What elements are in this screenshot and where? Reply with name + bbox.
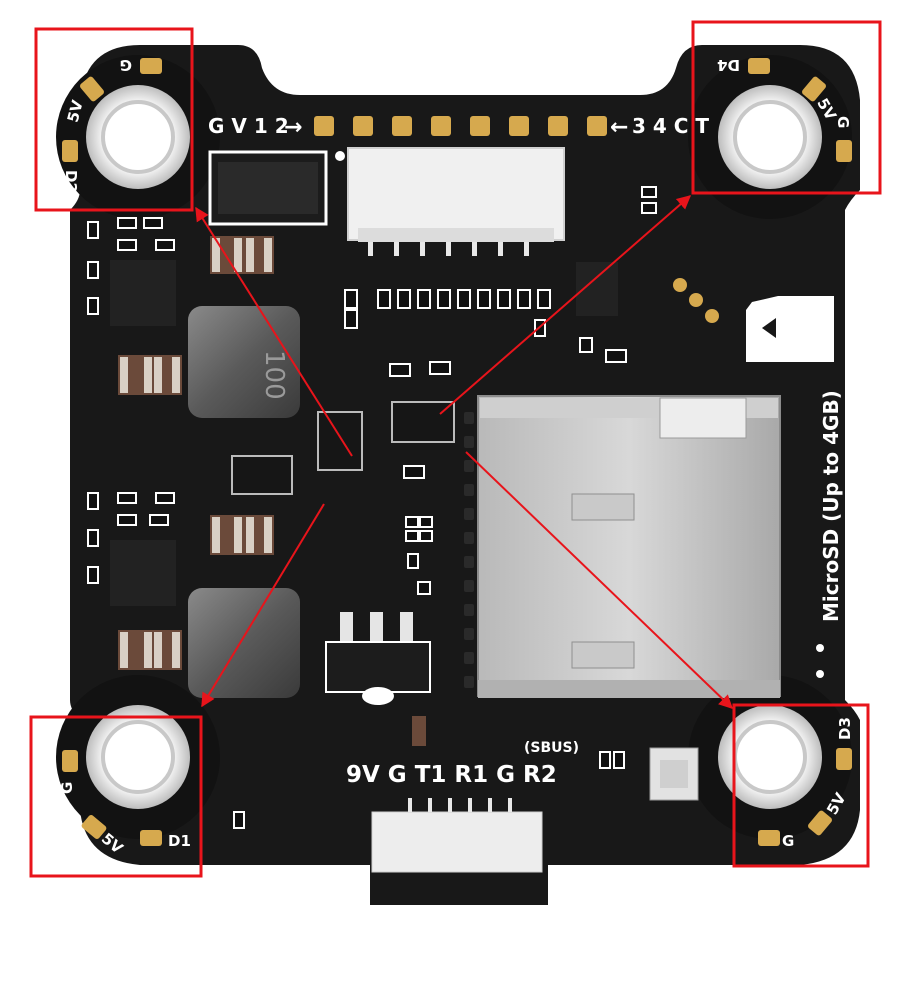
inductor-marking: 100	[259, 350, 289, 400]
center-diode	[231, 455, 293, 495]
pad-tr-5v	[802, 76, 826, 102]
top-connector	[347, 147, 565, 256]
bottom-cap-small	[412, 716, 426, 746]
inductor-bottom	[188, 588, 300, 698]
header-left-label: G V 1 2	[208, 114, 289, 138]
header-right-arrow: ←	[610, 115, 628, 140]
arrow-to-top-right	[439, 195, 692, 415]
mount-hole-top-left	[56, 55, 220, 219]
bottom-pin-labels: 9V G T1 R1 G R2	[346, 762, 557, 788]
header-pads	[314, 116, 607, 136]
header-right-label: 3 4 C T	[632, 114, 709, 138]
center-left-ic	[317, 411, 363, 471]
pad-tl-g	[140, 58, 162, 74]
corner-pads	[62, 58, 852, 846]
pad-br-d3	[836, 748, 852, 770]
center-small-parts	[233, 186, 657, 829]
chip-left-bottom	[110, 540, 176, 606]
microsd-slot	[477, 395, 781, 698]
microsd-label: MicroSD (Up to 4GB)	[819, 390, 843, 622]
center-transistor	[391, 401, 455, 443]
pad-tl-5v	[80, 76, 104, 102]
label-bl-g: G	[58, 782, 76, 794]
gold-vias	[673, 278, 719, 323]
label-tl-5v: 5V	[64, 98, 87, 124]
inductor-top: 100	[188, 306, 300, 418]
pad-br-5v	[808, 810, 832, 836]
arrow-to-bottom-right	[465, 451, 734, 709]
pad-tr-d4	[748, 58, 770, 74]
capacitors	[118, 236, 274, 670]
highlight-arrows	[195, 195, 734, 709]
bottom-regulator	[325, 612, 431, 705]
pad-bl-d1	[140, 830, 162, 846]
pad-bl-g	[62, 750, 78, 772]
pad-tl-d2	[62, 140, 78, 162]
pad-br-g	[758, 830, 780, 846]
chip-left-top	[110, 260, 176, 326]
label-tr-d4: D4	[717, 56, 740, 74]
sd-arrow-icon	[762, 318, 776, 338]
highlight-bottom-left	[29, 715, 203, 878]
pad-bl-5v	[81, 815, 107, 839]
left-small-parts	[87, 217, 175, 584]
sbus-label: (SBUS)	[524, 740, 579, 756]
header-left-arrow: →	[284, 115, 302, 140]
label-tl-g: G	[120, 56, 132, 74]
highlight-boxes	[29, 20, 882, 878]
mount-hole-bottom-right	[688, 675, 852, 839]
bottom-connector	[371, 798, 543, 873]
vertical-pads	[464, 412, 474, 688]
highlight-top-right	[691, 20, 882, 195]
highlight-top-left	[34, 27, 194, 212]
mount-hole-bottom-left	[56, 675, 220, 839]
label-tl-d2: D2	[62, 170, 80, 193]
arrow-to-bottom-left	[201, 503, 325, 708]
arrow-to-top-left	[195, 206, 353, 457]
label-br-d3-text: D3	[836, 717, 854, 740]
sd-card-icon	[746, 296, 834, 362]
highlight-bottom-right	[732, 703, 870, 868]
pad-tr-g	[836, 140, 852, 162]
label-tr-g: G	[834, 116, 852, 128]
label-br-g: G	[782, 832, 794, 850]
label-bl-d1: D1	[168, 832, 191, 850]
